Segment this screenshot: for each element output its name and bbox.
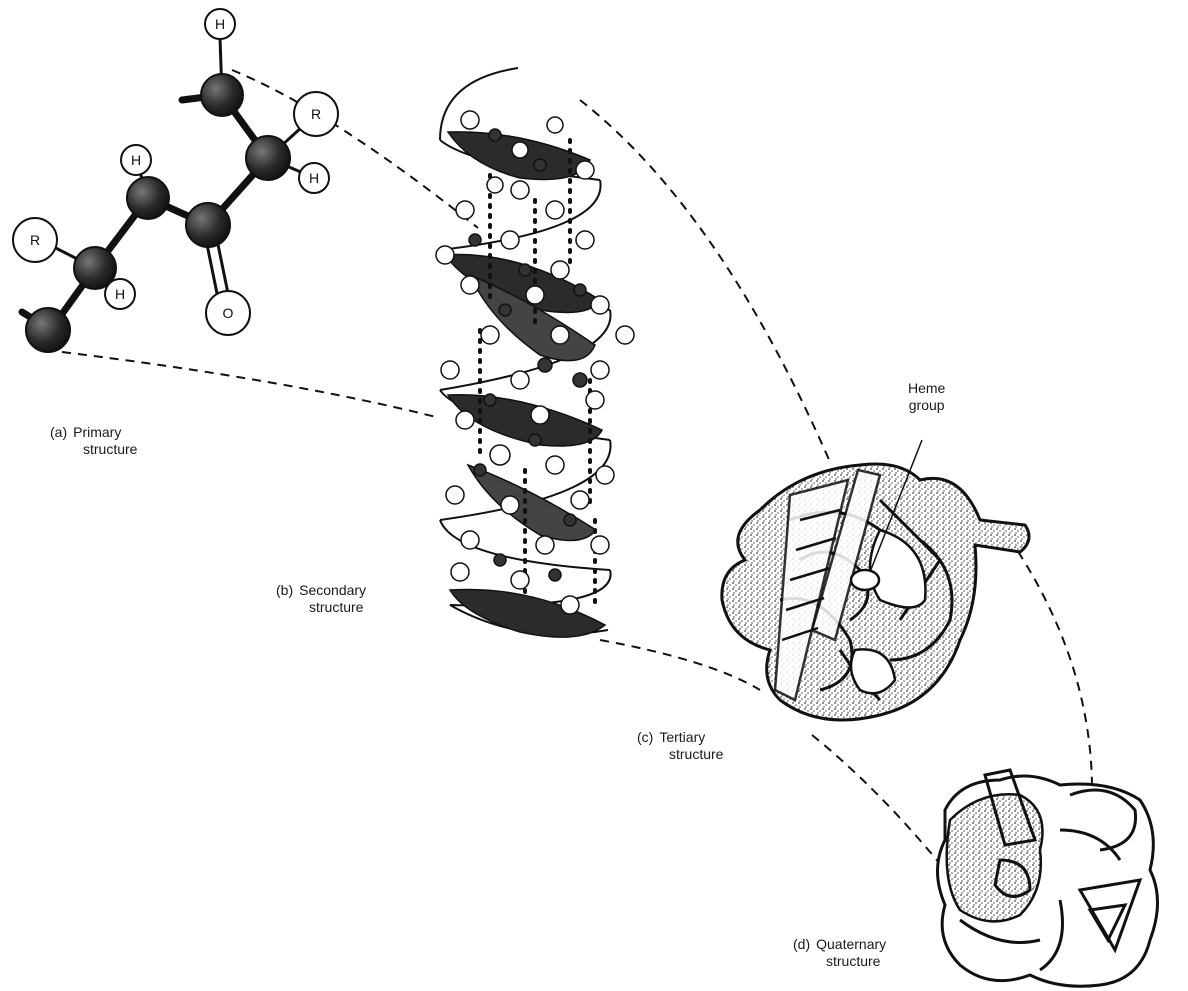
atom-label-h: H [309,170,319,186]
dark-atom [127,177,169,219]
caption-subtitle: structure [793,953,886,970]
atom-label-r: R [311,106,321,122]
heme-label-line2: group [908,397,945,414]
secondary-structure-helix [436,68,634,637]
caption-subtitle: structure [50,441,137,458]
caption-quaternary: (d) Quaternary structure [793,936,886,970]
atom-label-h: H [131,152,141,168]
connector-tertiary-bottom [812,735,945,870]
caption-title: Primary [73,424,121,440]
heme-label-line1: Heme [908,380,945,397]
caption-title: Tertiary [659,729,705,745]
dark-atom [186,203,230,247]
caption-subtitle: structure [637,746,723,763]
caption-title: Secondary [299,582,366,598]
helix-atoms [436,111,634,614]
connector-primary-bottom [62,352,440,418]
caption-tag: (b) [276,582,293,598]
caption-tertiary: (c) Tertiary structure [637,729,723,763]
caption-tag: (c) [637,729,653,745]
caption-tag: (a) [50,424,67,440]
atom-label-o: O [223,305,234,321]
primary-structure-molecule: R H H O R H H [13,9,338,352]
dark-atom [26,308,70,352]
caption-title: Quaternary [816,936,886,952]
dark-atom [201,74,243,116]
dark-atom [246,136,290,180]
caption-tag: (d) [793,936,810,952]
connector-secondary-bottom [600,640,760,690]
connector-lines [62,70,1092,870]
caption-primary: (a) Primary structure [50,424,137,458]
heme-group-label: Heme group [908,380,945,414]
connector-tertiary-top [1000,525,1092,785]
atom-label-r: R [30,232,40,248]
quaternary-structure [938,770,1158,986]
caption-subtitle: structure [276,599,366,616]
atom-label-h: H [115,286,125,302]
tertiary-structure-fold [722,440,1029,720]
atom-label-h: H [215,16,225,32]
caption-secondary: (b) Secondary structure [276,582,366,616]
connector-secondary-top [580,100,830,462]
